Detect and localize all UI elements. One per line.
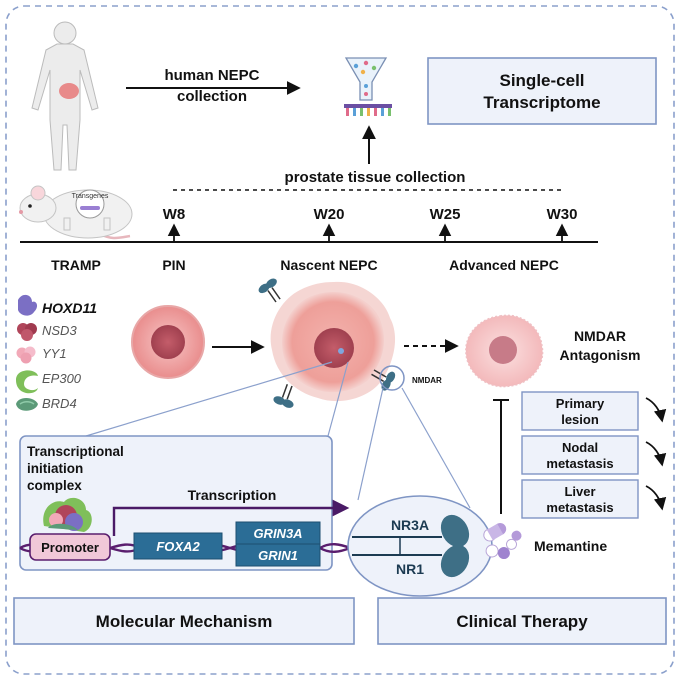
zoom-line <box>401 387 471 509</box>
transcription-arrow <box>112 499 350 536</box>
antagonism-label-1: NMDAR <box>574 328 626 344</box>
clinical-therapy-title: Clinical Therapy <box>456 612 588 631</box>
stage-label: Nascent NEPC <box>280 257 377 273</box>
collection-label-2: collection <box>177 88 247 105</box>
clinical-box-label: metastasis <box>546 500 613 515</box>
gene-label: FOXA2 <box>156 539 200 554</box>
zoom-line <box>357 387 384 501</box>
clinical-box <box>521 435 639 475</box>
complex-label-2: initiation <box>27 461 83 476</box>
timeline-ticks <box>167 223 569 242</box>
clinical-box-label: Primary <box>556 396 605 411</box>
week-label: W25 <box>430 206 461 223</box>
model-label: TRAMP <box>51 257 101 273</box>
small-cell-icon <box>131 305 205 379</box>
receptor-label-nr3a: NR3A <box>391 517 429 533</box>
complex-label-1: Transcriptional <box>27 444 124 459</box>
zoom-line <box>85 361 333 437</box>
factor-label: HOXD11 <box>42 300 97 316</box>
initiation-complex-icon <box>43 497 92 532</box>
ep300-icon <box>16 370 38 394</box>
nmdar-label: NMDAR <box>412 376 442 385</box>
human-figure-icon <box>31 21 99 171</box>
gene-label: GRIN3A <box>253 526 302 541</box>
stage-label: Advanced NEPC <box>449 257 559 273</box>
nmdar-subunit-icon <box>440 514 470 578</box>
antagonism-label-2: Antagonism <box>560 347 641 363</box>
brd4-icon <box>16 398 38 411</box>
single-cell-box <box>427 57 657 125</box>
tissue-collection-label: prostate tissue collection <box>285 169 466 186</box>
nsd3-icon <box>17 323 37 341</box>
gene-label: GRIN1 <box>258 548 298 563</box>
factor-label: BRD4 <box>42 396 77 411</box>
single-cell-title-2: Transcriptome <box>483 93 600 112</box>
receptor-icon <box>371 369 396 391</box>
molecular-mechanism-panel <box>13 597 355 645</box>
gene-box-grin1 <box>235 543 321 567</box>
clinical-therapy-panel <box>377 597 667 645</box>
zoom-line <box>327 361 349 437</box>
transcription-label: Transcription <box>188 487 277 503</box>
hoxd11-icon <box>18 294 38 316</box>
collection-label-1: human NEPC <box>164 67 259 84</box>
week-label: W20 <box>314 206 345 223</box>
week-label: W8 <box>163 206 186 223</box>
transgenes-label: Transgenes <box>72 193 109 200</box>
clinical-box-label: Nodal <box>562 440 598 455</box>
clinical-box-label: lesion <box>561 412 599 427</box>
factor-label: YY1 <box>42 346 67 361</box>
decline-arrow-icon <box>645 485 667 511</box>
stage-label: PIN <box>162 257 185 273</box>
receptor-zoom-ellipse <box>347 495 493 597</box>
decline-arrow-icon <box>645 441 667 467</box>
yy1-icon <box>16 346 36 364</box>
decline-arrow-icon <box>645 397 667 423</box>
promoter-label: Promoter <box>41 540 99 555</box>
mouse-icon <box>19 185 133 240</box>
receptor-icon <box>273 384 294 408</box>
clinical-box <box>521 479 639 519</box>
factor-label: NSD3 <box>42 323 77 338</box>
molecular-mechanism-title: Molecular Mechanism <box>96 612 273 631</box>
receptor-label-nr1: NR1 <box>396 561 424 577</box>
gene-box-foxa2 <box>133 532 223 560</box>
factor-label: EP300 <box>42 371 82 386</box>
clinical-box-label: Liver <box>564 484 595 499</box>
clinical-box <box>521 391 639 431</box>
nmdar-highlight-circle <box>379 365 405 391</box>
memantine-pill-icon <box>483 523 522 560</box>
factor-legend: HOXD11 NSD3 YY1 EP300 BRD4 <box>16 294 97 411</box>
promoter-box <box>29 533 111 561</box>
single-cell-title-1: Single-cell <box>499 71 584 90</box>
week-label: W30 <box>547 206 578 223</box>
pale-cell-icon <box>465 314 544 388</box>
single-cell-sequencing-icon <box>344 57 392 116</box>
drug-label: Memantine <box>534 538 607 554</box>
receptor-icon <box>258 278 281 303</box>
complex-label-3: complex <box>27 478 82 493</box>
clinical-box-label: metastasis <box>546 456 613 471</box>
